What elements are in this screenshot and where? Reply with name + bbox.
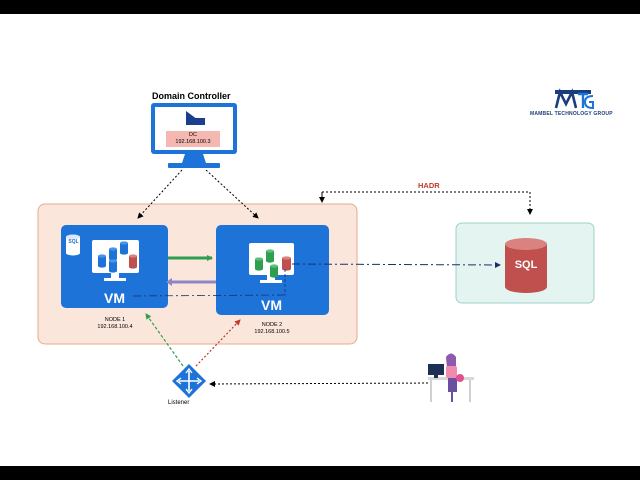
logo-company-name: MAMBEL TECHNOLOGY GROUP <box>530 111 613 117</box>
top-letterbox <box>0 0 640 14</box>
dc-ip: 192.168.100.3 <box>175 139 211 145</box>
node1-sql-database-icon <box>66 234 80 256</box>
bottom-letterbox <box>0 466 640 480</box>
replica-to-node1-link <box>130 294 286 297</box>
listener-label: Listener <box>168 400 190 406</box>
domain-controller-title: Domain Controller <box>152 91 231 101</box>
node1-database-icons <box>98 241 137 273</box>
dc-label-band <box>166 131 220 147</box>
node2-ip: 192.168.100.5 <box>254 329 290 335</box>
dc-to-node1-link <box>137 169 183 219</box>
person-at-desk-icon <box>428 353 474 402</box>
hadr-label: HADR <box>418 181 440 190</box>
mtg-logo-icon <box>554 88 594 110</box>
node2-vm-label: VM <box>261 297 282 313</box>
client-to-listener-link <box>209 380 433 387</box>
node2-database-icons <box>255 249 291 278</box>
replica-database-icon <box>505 238 547 293</box>
dc-server-icon <box>186 111 205 125</box>
dc-label: DC <box>189 132 197 138</box>
node1-sql-label: SQL <box>68 239 79 245</box>
listener-to-node2-link <box>195 319 241 367</box>
load-balancer-icon <box>172 364 206 398</box>
node2-to-replica-link <box>291 261 501 268</box>
node1-name: NODE 1 <box>104 317 126 323</box>
replica-sql-label: SQL <box>514 259 538 271</box>
node1-vm-label: VM <box>104 290 125 306</box>
node2-name: NODE 2 <box>261 322 283 328</box>
listener-to-node1-link <box>145 313 184 367</box>
node1-ip: 192.168.100.4 <box>97 324 133 330</box>
